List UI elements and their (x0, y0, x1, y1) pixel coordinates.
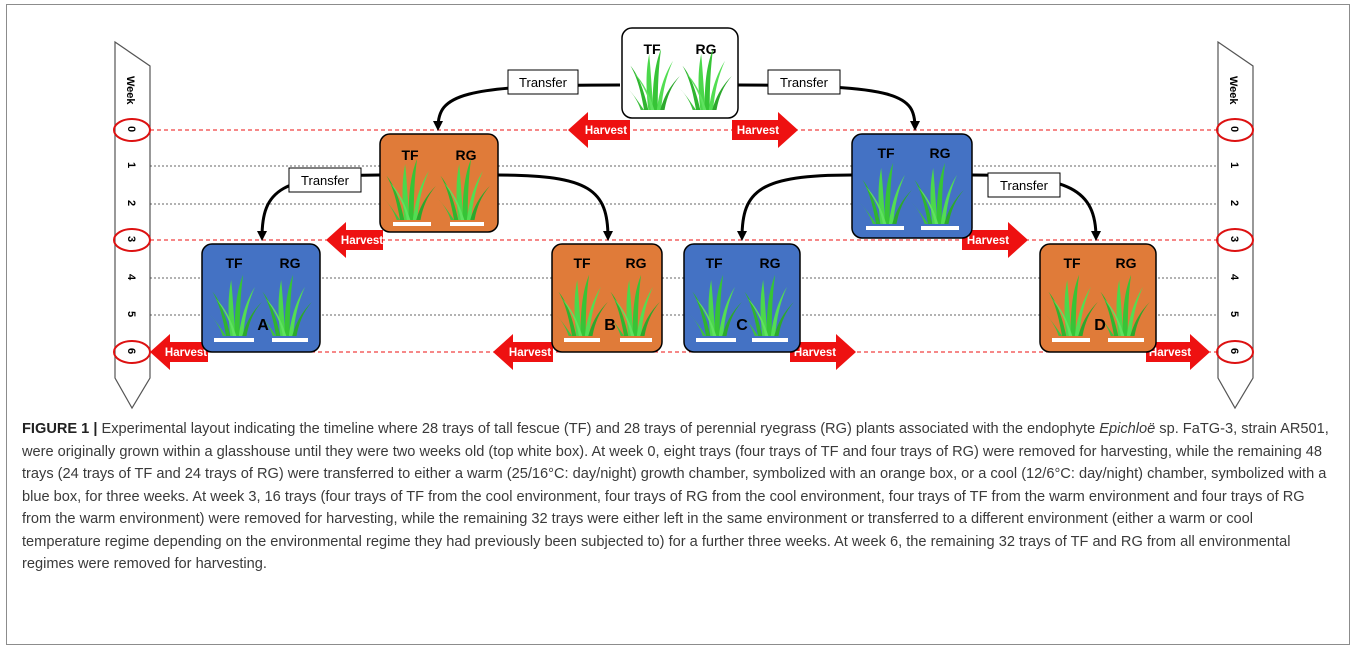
svg-text:RG: RG (930, 145, 951, 161)
week-number: 0 (1228, 126, 1240, 132)
svg-text:RG: RG (760, 255, 781, 271)
transfer-label: Transfer (987, 172, 1061, 198)
warm-chamber-box: TF RG (379, 133, 499, 233)
experiment-timeline-diagram: Week Week 0 1 2 3 4 5 6 0 1 2 3 4 5 6 (113, 27, 1254, 410)
svg-text:Transfer: Transfer (519, 75, 568, 90)
harvest-week-circle (1216, 118, 1254, 142)
svg-text:TF: TF (225, 255, 243, 271)
stay-arrow (737, 173, 853, 241)
week-number: 3 (1228, 236, 1240, 242)
caption-lead: FIGURE 1 | (22, 421, 98, 437)
svg-text:Harvest: Harvest (509, 347, 551, 359)
svg-text:Harvest: Harvest (737, 125, 779, 137)
group-b-warm-box: TF RG B (551, 243, 663, 353)
svg-text:RG: RG (456, 147, 477, 163)
week-number: 0 (125, 126, 137, 132)
stay-arrow (497, 173, 613, 241)
harvest-arrow: Harvest (493, 334, 553, 370)
caption-text-2: sp. FaTG-3, strain AR501, were originall… (22, 421, 1329, 572)
week-label-right: Week (1227, 76, 1239, 105)
transfer-label: Transfer (288, 167, 362, 193)
svg-text:TF: TF (877, 145, 895, 161)
week-number: 6 (125, 348, 137, 354)
harvest-arrow: Harvest (790, 334, 856, 370)
week-label-left: Week (124, 76, 136, 105)
harvest-week-circle (113, 228, 151, 252)
svg-text:Transfer: Transfer (1000, 178, 1049, 193)
harvest-arrow: Harvest (568, 112, 630, 148)
svg-text:RG: RG (280, 255, 301, 271)
caption-genus: Epichloë (1099, 421, 1156, 437)
svg-text:TF: TF (643, 41, 661, 57)
svg-text:TF: TF (573, 255, 591, 271)
svg-text:Transfer: Transfer (780, 75, 829, 90)
group-label-c: C (736, 317, 748, 334)
week-number: 3 (125, 236, 137, 242)
group-label-b: B (604, 317, 616, 334)
week-scale-right (1217, 40, 1254, 410)
svg-text:RG: RG (626, 255, 647, 271)
svg-text:Harvest: Harvest (1149, 347, 1191, 359)
cool-chamber-box: TF RG (851, 133, 973, 239)
harvest-arrow: Harvest (150, 334, 208, 370)
group-a-cool-box: TF RG A (201, 243, 321, 353)
week-number: 1 (125, 162, 137, 168)
figure-caption: FIGURE 1 | Experimental layout indicatin… (22, 418, 1332, 576)
harvest-arrow: Harvest (962, 222, 1028, 258)
svg-text:Harvest: Harvest (341, 235, 383, 247)
week-scale-left (114, 40, 151, 410)
week-number: 2 (125, 200, 137, 206)
week-number: 5 (1228, 311, 1240, 317)
glasshouse-box: TF RG (621, 27, 739, 119)
harvest-arrow: Harvest (326, 222, 383, 258)
svg-text:Harvest: Harvest (165, 347, 207, 359)
week-number: 4 (125, 274, 137, 281)
svg-text:RG: RG (1116, 255, 1137, 271)
svg-text:TF: TF (401, 147, 419, 163)
svg-text:Harvest: Harvest (585, 125, 627, 137)
group-label-d: D (1094, 317, 1106, 334)
week-number: 1 (1228, 162, 1240, 168)
svg-text:TF: TF (705, 255, 723, 271)
svg-text:RG: RG (696, 41, 717, 57)
svg-text:Harvest: Harvest (794, 347, 836, 359)
week-number: 5 (125, 311, 137, 317)
transfer-label: Transfer (507, 69, 579, 95)
figure-frame (6, 4, 1350, 645)
transfer-label: Transfer (767, 69, 841, 95)
group-label-a: A (257, 317, 269, 334)
harvest-arrow: Harvest (732, 112, 798, 148)
week-number: 2 (1228, 200, 1240, 206)
harvest-week-circle (113, 118, 151, 142)
caption-text-1: Experimental layout indicating the timel… (97, 421, 1100, 437)
week-number: 4 (1228, 274, 1240, 281)
svg-text:TF: TF (1063, 255, 1081, 271)
harvest-week-circle (1216, 340, 1254, 364)
svg-text:Harvest: Harvest (967, 235, 1009, 247)
harvest-week-circle (1216, 228, 1254, 252)
svg-text:Transfer: Transfer (301, 173, 350, 188)
week-number: 6 (1228, 348, 1240, 354)
group-d-warm-box: TF RG D (1039, 243, 1157, 353)
harvest-arrow: Harvest (1146, 334, 1210, 370)
group-c-cool-box: TF RG C (683, 243, 801, 353)
